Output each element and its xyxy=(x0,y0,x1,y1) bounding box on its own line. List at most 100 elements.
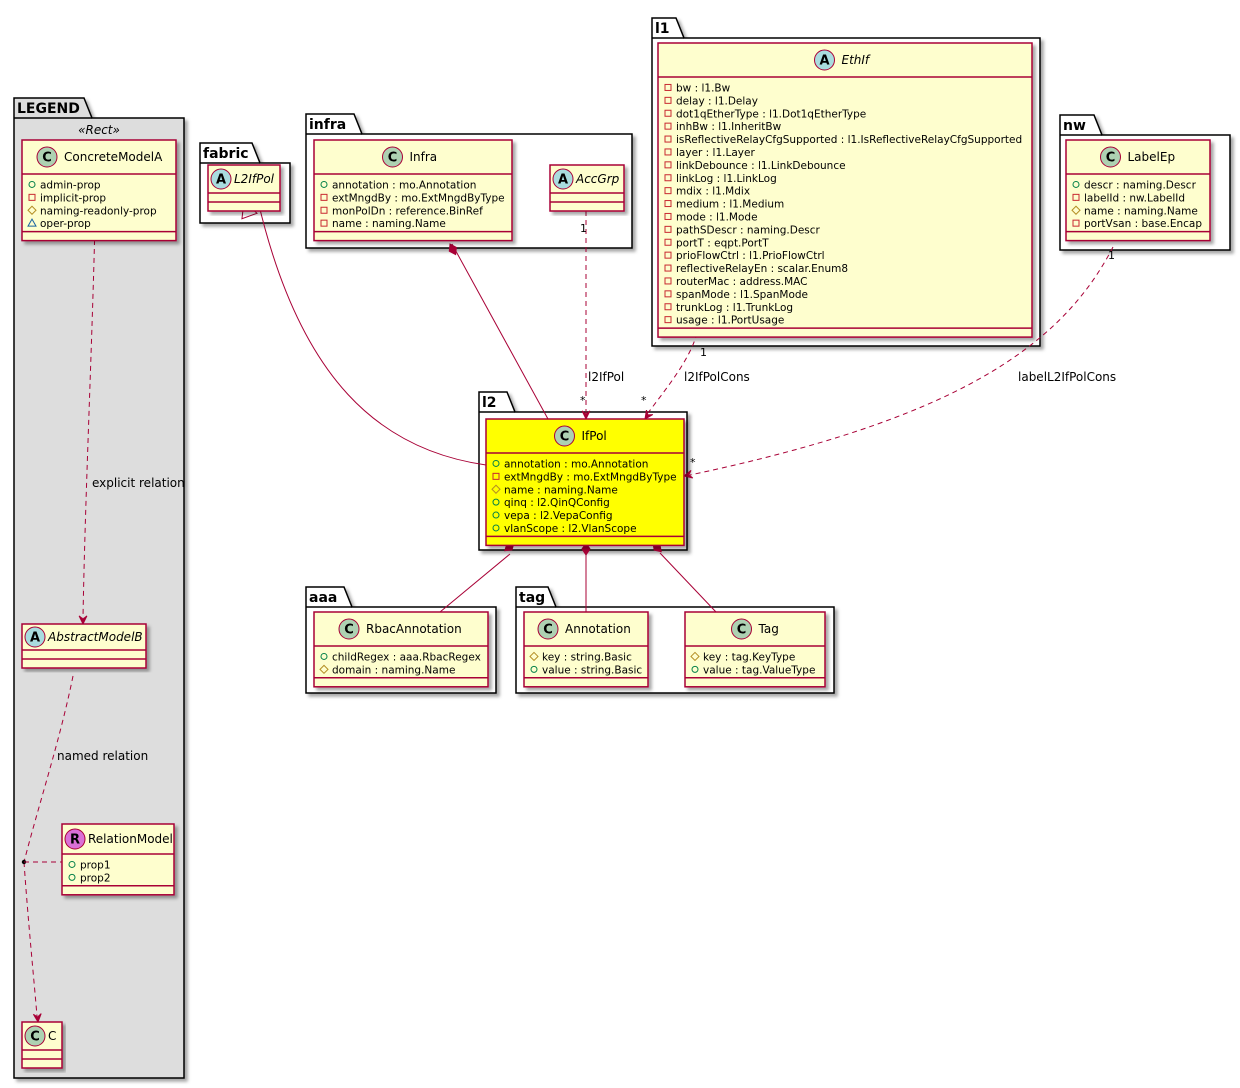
class-attribute: linkDebounce : l1.LinkDebounce xyxy=(676,160,846,172)
class-kind-glyph: C xyxy=(30,1030,40,1045)
l2IfPol-arrowhead xyxy=(581,410,591,421)
class-name[interactable]: Annotation xyxy=(565,622,631,636)
public-visibility-icon xyxy=(68,873,76,881)
class-attribute: domain : naming.Name xyxy=(332,664,455,676)
class-name[interactable]: EthIf xyxy=(842,53,871,67)
class-attribute: portVsan : base.Encap xyxy=(1084,218,1202,230)
explicit-relation-label: explicit relation xyxy=(92,476,185,490)
public-visibility-icon xyxy=(492,498,500,506)
class-attribute: trunkLog : l1.TrunkLog xyxy=(676,302,793,314)
explicit-relation-arrowhead xyxy=(78,615,88,626)
labelL2IfPolCons-arrowhead xyxy=(682,469,694,479)
class-name[interactable]: ConcreteModelA xyxy=(64,150,163,164)
private-visibility-icon xyxy=(664,96,672,104)
class-attribute: usage : l1.PortUsage xyxy=(676,315,784,327)
class-attribute: vlanScope : l2.VlanScope xyxy=(504,523,637,535)
class-attribute: medium : l1.Medium xyxy=(676,199,784,211)
package-name: tag xyxy=(519,590,545,606)
public-visibility-icon xyxy=(492,511,500,519)
class-kind-icon xyxy=(814,49,835,71)
class-name[interactable]: L2IfPol xyxy=(234,172,275,186)
class-attribute: mdix : l1.Mdix xyxy=(676,186,750,198)
class-kind-glyph: A xyxy=(216,173,226,188)
class-name[interactable]: IfPol xyxy=(582,429,607,443)
class-kind-icon xyxy=(382,146,403,168)
class-kind-glyph: C xyxy=(1106,151,1116,166)
class-attribute: portT : eqpt.PortT xyxy=(676,237,769,249)
class-attribute: naming-readonly-prop xyxy=(40,205,157,217)
infra-composition-edge xyxy=(451,243,549,420)
labelL2IfPolCons-source-multiplicity: 1 xyxy=(1108,249,1115,262)
class-box[interactable] xyxy=(313,139,513,242)
class-name[interactable]: LabelEp xyxy=(1128,150,1176,164)
private-visibility-icon xyxy=(664,174,672,182)
class-attribute: key : string.Basic xyxy=(542,651,632,663)
class-l2IfPol[interactable]: A L2IfPol xyxy=(207,164,281,212)
private-visibility-icon xyxy=(664,122,672,130)
class-attribute: bw : l1.Bw xyxy=(676,82,731,94)
private-visibility-icon xyxy=(320,206,328,214)
class-attribute: prop1 xyxy=(80,859,111,871)
public-visibility-icon xyxy=(530,665,538,673)
private-visibility-icon xyxy=(664,187,672,195)
protected-visibility-icon xyxy=(319,664,329,675)
tag-composition-edge xyxy=(659,552,717,613)
class-attribute: layer : l1.Layer xyxy=(676,147,755,159)
l2IfPol-target-multiplicity: * xyxy=(580,394,586,407)
private-visibility-icon xyxy=(664,264,672,272)
class-name[interactable]: AccGrp xyxy=(575,172,620,186)
legend-stereotype: «Rect» xyxy=(78,123,120,137)
private-visibility-icon xyxy=(664,83,672,91)
private-visibility-icon xyxy=(664,316,672,324)
class-abstractModelB[interactable]: A AbstractModelB xyxy=(21,623,147,669)
private-visibility-icon xyxy=(664,277,672,285)
class-kind-icon xyxy=(24,1025,46,1047)
class-kind-icon xyxy=(64,828,86,850)
class-attribute: name : naming.Name xyxy=(1084,205,1198,217)
public-visibility-icon xyxy=(320,180,328,188)
class-attribute: isReflectiveRelayCfgSupported : l1.IsRef… xyxy=(676,134,1022,146)
labelL2IfPolCons-edge xyxy=(689,246,1114,476)
class-kind-glyph: A xyxy=(30,631,40,646)
package-frame xyxy=(13,97,185,1079)
l2IfPol-label: l2IfPol xyxy=(588,370,624,384)
class-name[interactable]: Tag xyxy=(758,622,779,636)
class-attribute: vepa : l2.VepaConfig xyxy=(504,510,613,522)
class-kind-glyph: C xyxy=(543,623,553,638)
private-visibility-icon xyxy=(664,135,672,143)
class-name[interactable]: RelationModel xyxy=(88,832,173,846)
package-visibility-icon xyxy=(27,218,37,227)
class-name[interactable]: AbstractModelB xyxy=(47,630,143,644)
class-box[interactable] xyxy=(485,418,685,547)
class-name[interactable]: RbacAnnotation xyxy=(366,622,462,636)
class-box[interactable] xyxy=(1065,139,1211,242)
package-legend: LEGEND xyxy=(13,97,185,1079)
package-name: aaa xyxy=(309,590,337,606)
public-visibility-icon xyxy=(320,652,328,660)
private-visibility-icon xyxy=(320,193,328,201)
class-box[interactable] xyxy=(657,42,1033,338)
class-attribute: inhBw : l1.InheritBw xyxy=(676,121,782,133)
private-visibility-icon xyxy=(664,303,672,311)
private-visibility-icon xyxy=(320,219,328,227)
class-attribute: delay : l1.Delay xyxy=(676,95,758,107)
private-visibility-icon xyxy=(664,161,672,169)
class-name[interactable]: Infra xyxy=(410,150,438,164)
class-attribute: pathSDescr : naming.Descr xyxy=(676,224,821,236)
package-name: l2 xyxy=(482,395,497,411)
class-box[interactable] xyxy=(684,611,826,688)
package-name: infra xyxy=(309,117,346,133)
class-name[interactable]: C xyxy=(48,1029,56,1043)
